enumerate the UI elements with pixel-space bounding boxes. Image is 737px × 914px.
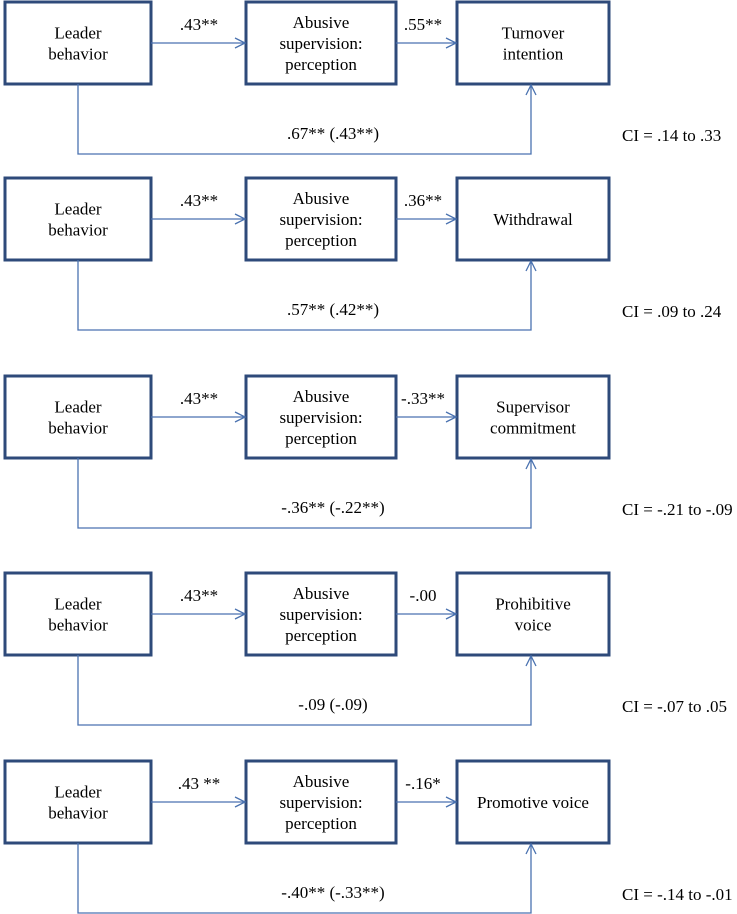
mediator-label-line: Abusive <box>293 772 350 791</box>
direct-path-arrow <box>77 458 531 529</box>
mediator-label-line: perception <box>285 231 357 250</box>
mediator-label-line: perception <box>285 55 357 74</box>
path-b-coefficient: -.16* <box>405 774 440 793</box>
predictor-label-line: behavior <box>48 419 108 438</box>
direct-path-arrow <box>77 843 531 914</box>
path-b-coefficient: -.00 <box>410 586 437 605</box>
predictor-label-line: behavior <box>48 804 108 823</box>
total-effect-coefficient: -.40** (-.33**) <box>281 883 384 902</box>
path-b-coefficient: .55** <box>404 15 442 34</box>
predictor-box <box>3 0 153 86</box>
predictor-box <box>3 571 153 657</box>
path-a-coefficient: .43** <box>180 15 218 34</box>
confidence-interval: CI = -.21 to -.09 <box>622 500 733 519</box>
predictor-box <box>3 374 153 460</box>
path-b-coefficient: -.33** <box>401 389 445 408</box>
mediator-label-line: Abusive <box>293 189 350 208</box>
direct-path-arrow <box>77 655 531 726</box>
path-a-coefficient: .43** <box>180 191 218 210</box>
path-a-coefficient: .43** <box>180 389 218 408</box>
mediator-label-line: perception <box>285 814 357 833</box>
mediator-box <box>244 759 398 845</box>
mediation-panel: Leader behavior Abusive supervision: percept… <box>3 571 727 726</box>
outcome-box <box>455 176 611 262</box>
predictor-label-line: behavior <box>48 616 108 635</box>
confidence-interval: CI = .14 to .33 <box>622 126 721 145</box>
path-b-coefficient: .36** <box>404 191 442 210</box>
mediation-panel: Leader behavior Abusive supervision: percept… <box>3 0 721 155</box>
confidence-interval: CI = -.14 to -.01 <box>622 885 733 904</box>
outcome-label-line: Withdrawal <box>493 210 573 229</box>
total-effect-coefficient: -.09 (-.09) <box>298 695 367 714</box>
predictor-label-line: Leader <box>54 398 102 417</box>
mediator-label-line: supervision: <box>279 34 362 53</box>
direct-path-arrow <box>77 84 531 155</box>
outcome-box <box>455 374 611 460</box>
mediator-label-line: Abusive <box>293 584 350 603</box>
mediator-label-line: Abusive <box>293 387 350 406</box>
mediator-label-line: supervision: <box>279 605 362 624</box>
total-effect-coefficient: .57** (.42**) <box>287 300 379 319</box>
outcome-label-line: Promotive voice <box>477 793 589 812</box>
direct-path-arrow <box>77 260 531 331</box>
predictor-box <box>3 759 153 845</box>
outcome-label-line: voice <box>515 616 552 635</box>
mediator-label-line: perception <box>285 626 357 645</box>
mediation-panel: Leader behavior Abusive supervision: percept… <box>3 759 733 914</box>
outcome-label-line: Supervisor <box>496 398 570 417</box>
predictor-label-line: Leader <box>54 595 102 614</box>
predictor-label-line: Leader <box>54 24 102 43</box>
path-a-coefficient: .43** <box>180 586 218 605</box>
mediator-label-line: supervision: <box>279 408 362 427</box>
mediation-panel: Leader behavior Abusive supervision: percept… <box>3 176 722 331</box>
predictor-label-line: behavior <box>48 45 108 64</box>
outcome-label-line: intention <box>503 45 564 64</box>
mediator-box <box>244 571 398 657</box>
outcome-label-line: commitment <box>490 419 576 438</box>
mediator-box <box>244 0 398 86</box>
mediator-label-line: supervision: <box>279 793 362 812</box>
total-effect-coefficient: -.36** (-.22**) <box>281 498 384 517</box>
confidence-interval: CI = -.07 to .05 <box>622 697 727 716</box>
predictor-label-line: Leader <box>54 200 102 219</box>
outcome-box <box>455 0 611 86</box>
mediator-box <box>244 374 398 460</box>
mediator-label-line: Abusive <box>293 13 350 32</box>
outcome-label-line: Prohibitive <box>495 595 571 614</box>
path-a-coefficient: .43 ** <box>178 774 221 793</box>
outcome-label-line: Turnover <box>502 24 565 43</box>
predictor-label-line: behavior <box>48 221 108 240</box>
predictor-label-line: Leader <box>54 783 102 802</box>
outcome-box <box>455 759 611 845</box>
mediator-label-line: supervision: <box>279 210 362 229</box>
confidence-interval: CI = .09 to .24 <box>622 302 722 321</box>
outcome-box <box>455 571 611 657</box>
total-effect-coefficient: .67** (.43**) <box>287 124 379 143</box>
predictor-box <box>3 176 153 262</box>
mediation-panel: Leader behavior Abusive supervision: percept… <box>3 374 733 529</box>
mediator-label-line: perception <box>285 429 357 448</box>
